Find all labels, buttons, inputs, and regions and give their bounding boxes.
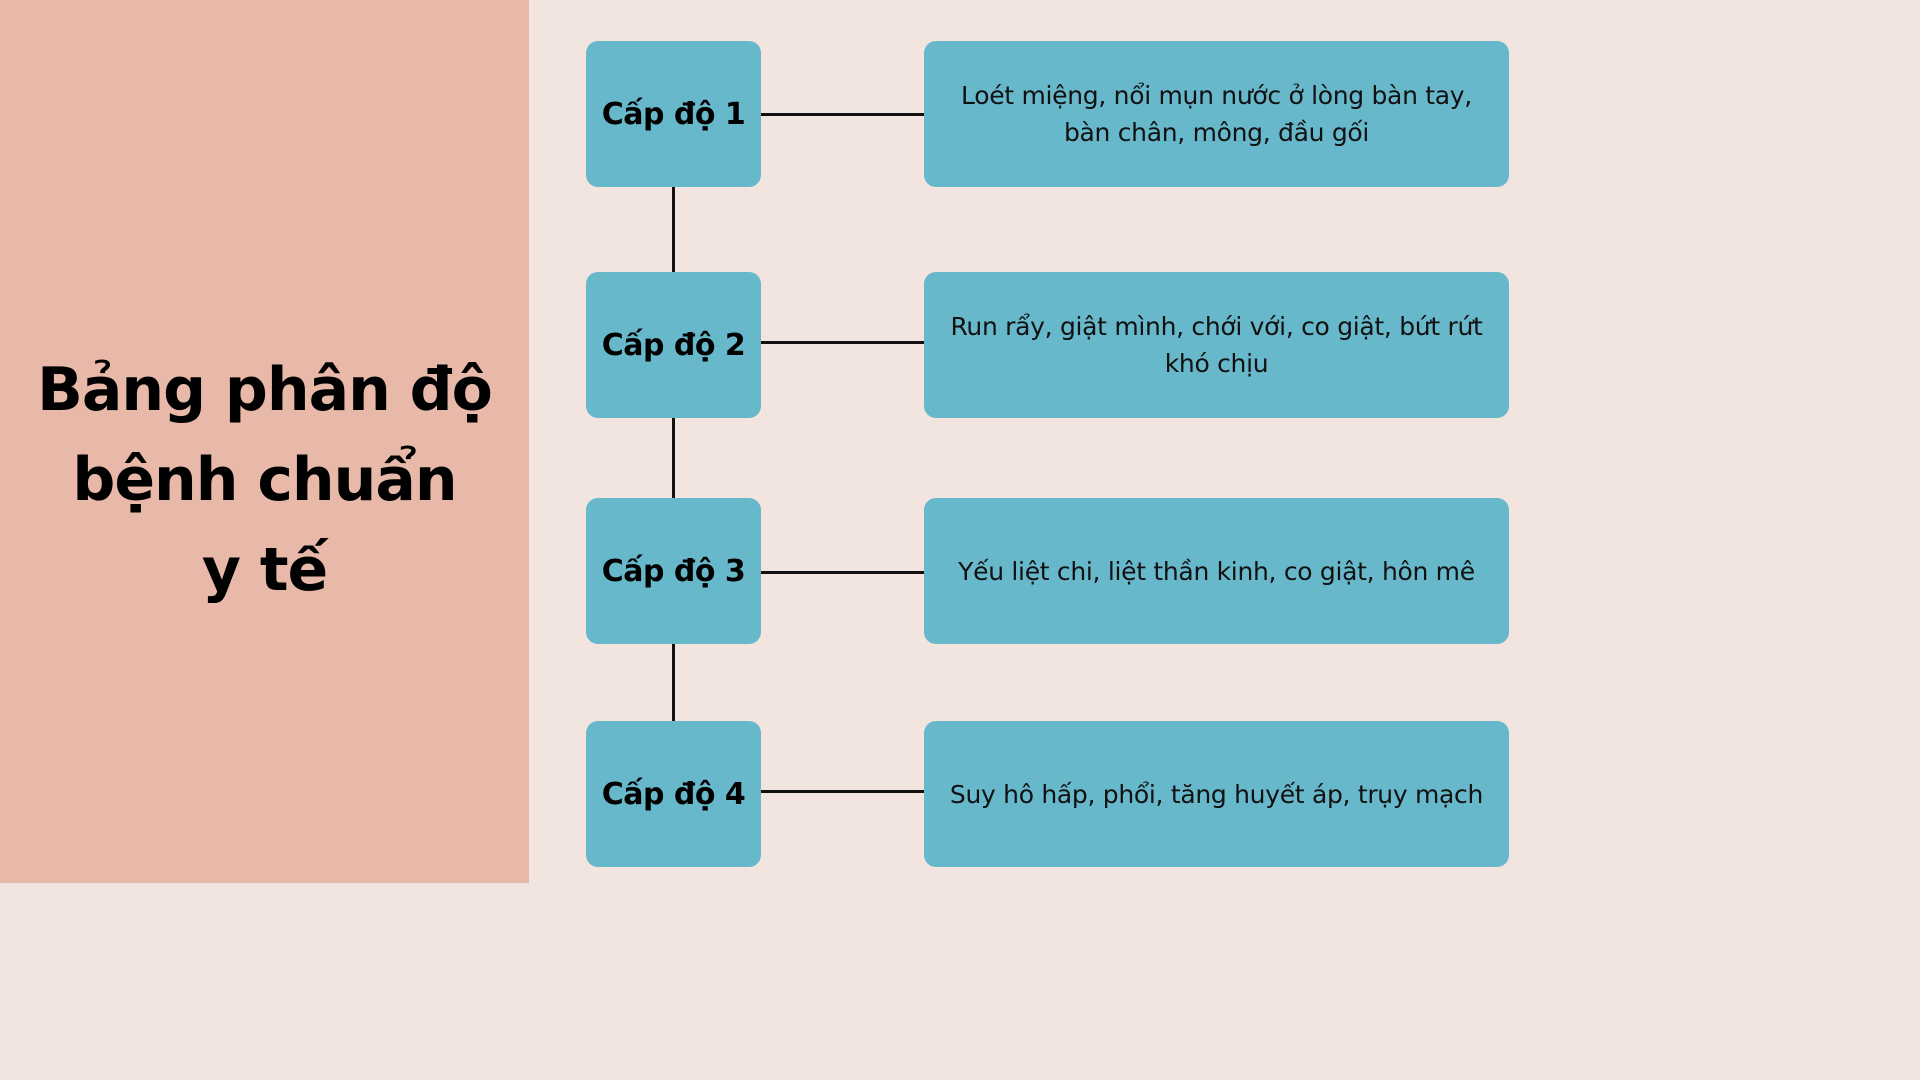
page-title: Bảng phân độ bệnh chuẩn y tế <box>0 345 529 615</box>
connector-3-4 <box>672 643 675 721</box>
title-line-3: y tế <box>201 535 328 605</box>
title-line-1: Bảng phân độ <box>37 355 493 425</box>
connector-1-2 <box>672 187 675 272</box>
title-line-2: bệnh chuẩn <box>72 445 457 515</box>
level-box-2: Cấp độ 2 <box>586 272 761 418</box>
description-text-3: Yếu liệt chi, liệt thần kinh, co giật, h… <box>958 556 1475 586</box>
level-box-1: Cấp độ 1 <box>586 41 761 187</box>
level-box-3: Cấp độ 3 <box>586 498 761 644</box>
connector-level-1 <box>761 113 924 116</box>
left-title-panel: Bảng phân độ bệnh chuẩn y tế <box>0 0 529 883</box>
description-text-1: Loét miệng, nổi mụn nước ở lòng bàn tay,… <box>961 81 1472 147</box>
level-box-4: Cấp độ 4 <box>586 721 761 867</box>
connector-level-3 <box>761 571 924 574</box>
connector-2-3 <box>672 418 675 498</box>
description-text-2: Run rẩy, giật mình, chới với, co giật, b… <box>950 312 1483 378</box>
connector-level-4 <box>761 790 924 793</box>
description-text-4: Suy hô hấp, phổi, tăng huyết áp, trụy mạ… <box>949 779 1484 809</box>
description-box-1: Loét miệng, nổi mụn nước ở lòng bàn tay,… <box>924 41 1509 187</box>
description-box-2: Run rẩy, giật mình, chới với, co giật, b… <box>924 272 1509 418</box>
description-box-3: Yếu liệt chi, liệt thần kinh, co giật, h… <box>924 498 1509 644</box>
connector-level-2 <box>761 341 924 344</box>
description-box-4: Suy hô hấp, phổi, tăng huyết áp, trụy mạ… <box>924 721 1509 867</box>
